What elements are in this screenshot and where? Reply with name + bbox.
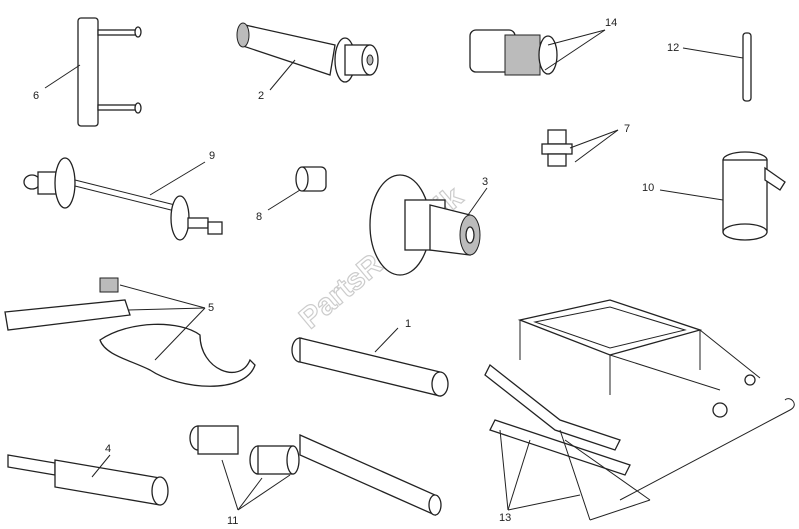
callout-4: 4 (105, 443, 111, 455)
part-7-adapter (541, 129, 619, 167)
callout-10: 10 (642, 182, 654, 194)
part-3-flange (369, 174, 488, 276)
callout-9: 9 (209, 150, 215, 162)
callout-3: 3 (482, 176, 488, 188)
part-4-drift (7, 454, 169, 506)
callout-6: 6 (33, 90, 39, 102)
part-8-nut (267, 166, 327, 211)
callout-8: 8 (256, 211, 262, 223)
callout-11: 11 (227, 515, 238, 527)
callout-labels: 1 2 3 4 5 6 7 8 9 10 11 12 13 14 (33, 17, 679, 527)
callout-12: 12 (667, 42, 679, 54)
callout-5: 5 (208, 302, 214, 314)
callout-13: 13 (499, 512, 511, 524)
part-2-shaft (236, 22, 379, 91)
part-9-rod-puller (23, 157, 223, 241)
callout-2: 2 (258, 90, 264, 102)
callout-14: 14 (605, 17, 617, 29)
part-14-bushings (469, 29, 606, 76)
callout-1: 1 (405, 318, 411, 330)
part-6-bracket (44, 17, 142, 127)
callout-7: 7 (624, 123, 630, 135)
part-12-pin (682, 32, 752, 102)
part-11-tubes (189, 425, 442, 517)
part-13-stand-jack (484, 299, 795, 521)
part-1-bar (291, 327, 449, 397)
part-5-wrenches (4, 277, 256, 387)
part-10-holder (659, 151, 786, 241)
